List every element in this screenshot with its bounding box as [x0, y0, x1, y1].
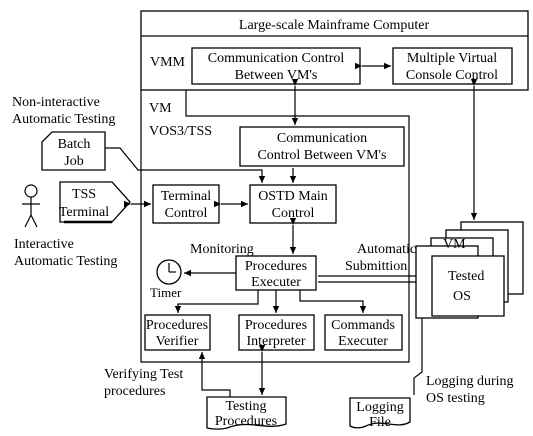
batch-to-ostd-arrow — [105, 147, 266, 183]
testing-line1: Testing — [225, 399, 266, 414]
non-interactive-line2: Automatic Testing — [12, 112, 115, 127]
logging-file-line2: File — [369, 415, 391, 430]
auto-submission-line1: Automatic — [357, 242, 416, 257]
vos3-label: VOS3/TSS — [149, 124, 212, 139]
procedures-verifier-box: Procedures Verifier — [144, 314, 211, 351]
procedures-to-verifier-arrow — [198, 352, 231, 397]
commands-line2: Executer — [338, 334, 388, 349]
vos3-comm-line2: Control Between VM's — [257, 148, 386, 163]
auto-submission-line2: Submittion — [345, 259, 407, 274]
vmm-comm-line2: Between VM's — [235, 68, 318, 83]
executer-to-logging-line — [318, 281, 423, 395]
timer-label: Timer — [150, 285, 182, 300]
interpreter-line1: Procedures — [245, 318, 307, 333]
verifying-line1: Verifying Test — [104, 367, 183, 382]
interactive-line1: Interactive — [14, 237, 74, 252]
interpreter-line2: Interpreter — [246, 334, 305, 349]
ostd-line2: Control — [272, 206, 315, 221]
tss-terminal-shape: TSS Terminal — [59, 181, 131, 224]
console-line2: Console Control — [406, 68, 498, 83]
vos3-communication-control-box: Communication Control Between VM's — [239, 126, 405, 167]
commands-executer-box: Commands Executer — [324, 314, 403, 351]
vmm-label: VMM — [150, 55, 186, 70]
procedures-executer-box: Procedures Executer — [235, 255, 317, 291]
logging-during-line2: OS testing — [426, 391, 485, 406]
console-line1: Multiple Virtual — [407, 51, 497, 66]
tss-line1: TSS — [72, 187, 96, 202]
vm-label: VM — [149, 101, 172, 116]
verifying-line2: procedures — [104, 384, 165, 399]
procedures-interpreter-box: Procedures Interpreter — [238, 314, 315, 351]
monitoring-label: Monitoring — [190, 242, 254, 257]
executer-line2: Executer — [251, 275, 301, 290]
vmm-communication-control-box: Communication Control Between VM's — [191, 47, 361, 85]
vm-box — [140, 90, 410, 363]
testing-procedures-doc: Testing Procedures — [206, 396, 287, 430]
logging-file-doc: Logging File — [349, 397, 411, 430]
verifier-line2: Verifier — [156, 334, 199, 349]
multiple-virtual-console-box: Multiple Virtual Console Control — [392, 47, 513, 85]
tested-vm-label: VM — [443, 237, 466, 252]
batch-job-card: Batch Job — [41, 131, 106, 171]
tested-vm-front — [431, 255, 505, 317]
terminal-control-box: Terminal Control — [152, 184, 220, 224]
batch-line2: Job — [64, 154, 83, 169]
tested-label: Tested — [448, 269, 484, 284]
tss-line2: Terminal — [59, 205, 109, 220]
os-label: OS — [453, 289, 471, 304]
executer-line1: Procedures — [245, 259, 307, 274]
mainframe-box — [140, 10, 529, 91]
ostd-main-control-box: OSTD Main Control — [249, 184, 337, 224]
vos3-comm-line1: Communication — [277, 131, 367, 146]
mainframe-title: Large-scale Mainframe Computer — [239, 18, 430, 33]
interactive-line2: Automatic Testing — [14, 254, 117, 269]
commands-line1: Commands — [331, 318, 395, 333]
batch-line1: Batch — [58, 137, 91, 152]
clock-icon — [156, 259, 182, 285]
terminal-control-line2: Control — [165, 206, 208, 221]
vmm-comm-line1: Communication Control — [208, 51, 345, 66]
logging-during-line1: Logging during — [426, 374, 514, 389]
non-interactive-line1: Non-interactive — [12, 95, 100, 110]
terminal-control-line1: Terminal — [161, 189, 211, 204]
user-person-icon — [22, 184, 40, 228]
logging-file-line1: Logging — [356, 400, 403, 415]
verifier-line1: Procedures — [146, 318, 208, 333]
testing-line2: Procedures — [215, 414, 277, 429]
executer-to-commands-arrow — [299, 290, 367, 313]
executer-to-verifier-arrow — [174, 290, 259, 313]
ostd-line1: OSTD Main — [258, 189, 328, 204]
